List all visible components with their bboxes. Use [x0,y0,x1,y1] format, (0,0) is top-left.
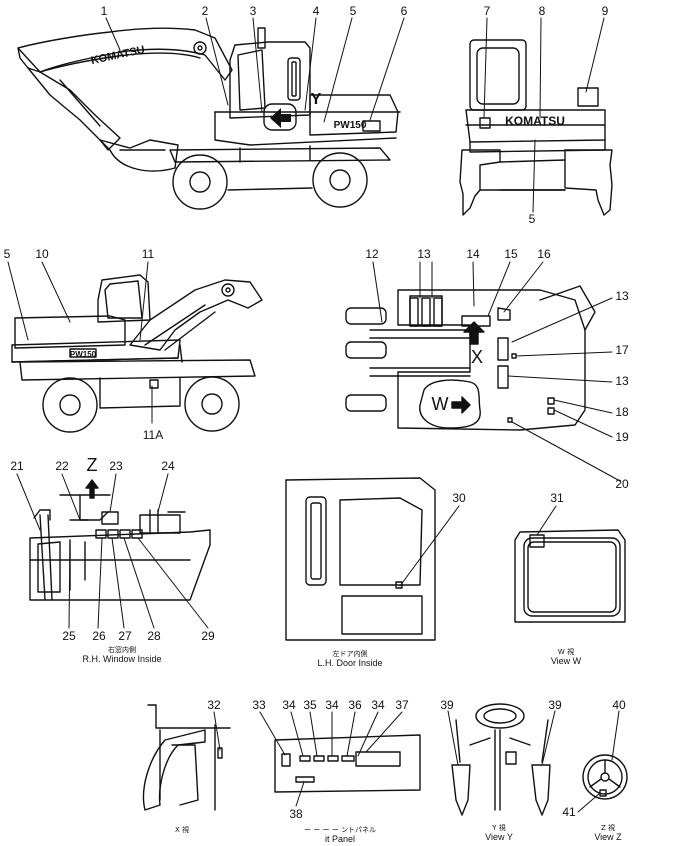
caption-view-x-jp: X 視 [174,826,190,834]
view-w-marker: W [431,394,449,414]
callout-39: 39 [440,698,454,712]
callout-7: 7 [483,4,491,18]
callout-16: 16 [537,247,551,261]
view-z [583,755,627,799]
caption-lh-door-en: L.H. Door Inside [317,658,383,669]
callout-5: 5 [349,4,357,18]
excavator-top-view [346,286,595,430]
callout-32: 32 [207,698,221,712]
callout-37: 37 [395,698,409,712]
caption-view-y: Y 視 View Y [485,824,513,842]
callout-38: 38 [289,807,303,821]
callout-5b: 5 [528,212,536,226]
caption-view-z-en: View Z [594,832,622,843]
caption-view-y-en: View Y [485,832,513,843]
callout-17: 17 [615,343,629,357]
model-decal-left: PW150 [69,350,97,359]
callout-21: 21 [10,459,24,473]
callout-20: 20 [615,477,629,491]
caption-view-w: W 視 View W [551,648,581,666]
callout-39b: 39 [548,698,562,712]
callout-3: 3 [249,4,257,18]
callout-13: 13 [417,247,431,261]
caption-lh-door: 左ドア内側 L.H. Door Inside [317,650,382,668]
rh-window-inside-view [30,480,210,600]
callout-34b: 34 [325,698,339,712]
view-x-marker: X [470,347,484,367]
caption-view-x: X 視 [175,826,189,834]
caption-view-z-jp: Z 視 [600,824,616,832]
callout-29: 29 [201,629,215,643]
leader-lines [8,18,620,812]
callout-23: 23 [109,459,123,473]
caption-panel-jp: ー ー ー ー ントパネル [304,826,376,834]
caption-panel-en: it Panel [324,834,356,845]
brand-decal-rear: KOMATSU [505,114,565,128]
callout-12: 12 [365,247,379,261]
callout-4: 4 [312,4,320,18]
callout-35: 35 [303,698,317,712]
callout-41: 41 [562,805,576,819]
callout-34c: 34 [371,698,385,712]
callout-11a: 11A [142,428,164,442]
callout-5c: 5 [3,247,11,261]
caption-view-w-jp: W 視 [557,648,575,656]
callout-13b: 13 [615,289,629,303]
callout-9: 9 [601,4,609,18]
model-decal-side: PW150 [333,120,367,131]
callout-11: 11 [141,247,155,261]
direction-arrow-icon [270,108,291,128]
excavator-side-view [18,28,400,209]
caption-view-z: Z 視 View Z [594,824,621,842]
caption-view-y-jp: Y 視 [492,824,506,832]
callout-28: 28 [147,629,161,643]
caption-rh-window-jp: 右窓内側 [108,646,136,654]
callout-27: 27 [118,629,132,643]
view-z-marker: Z [86,455,98,475]
callout-14: 14 [466,247,480,261]
callout-1: 1 [100,4,108,18]
view-x [144,705,230,810]
caption-rh-window-en: R.H. Window Inside [82,654,162,665]
caption-view-w-en: View W [550,656,582,667]
callout-26: 26 [92,629,106,643]
view-w [515,530,625,622]
callout-40: 40 [612,698,626,712]
callout-2: 2 [201,4,209,18]
callout-6: 6 [400,4,408,18]
callout-22: 22 [55,459,69,473]
callout-13c: 13 [615,374,629,388]
excavator-rear-view [460,40,612,215]
view-y-marker: Y [310,91,322,108]
callout-25: 25 [62,629,76,643]
callout-24: 24 [161,459,175,473]
callout-18: 18 [615,405,629,419]
caption-lh-door-jp: 左ドア内側 [332,650,368,658]
callout-10: 10 [35,247,49,261]
callout-19: 19 [615,430,629,444]
instrument-panel-view [275,735,420,792]
view-y [452,704,550,815]
callout-30: 30 [452,491,466,505]
callout-8: 8 [538,4,546,18]
lh-door-inside-view [286,478,435,640]
caption-rh-window: 右窓内側 R.H. Window Inside [82,646,161,664]
callout-34: 34 [282,698,296,712]
callout-15: 15 [504,247,518,261]
callout-33: 33 [252,698,266,712]
excavator-left-view [12,275,262,432]
label-outline [264,104,296,130]
callout-36: 36 [348,698,362,712]
callout-31: 31 [550,491,564,505]
caption-panel: ー ー ー ー ントパネル it Panel [304,826,376,844]
